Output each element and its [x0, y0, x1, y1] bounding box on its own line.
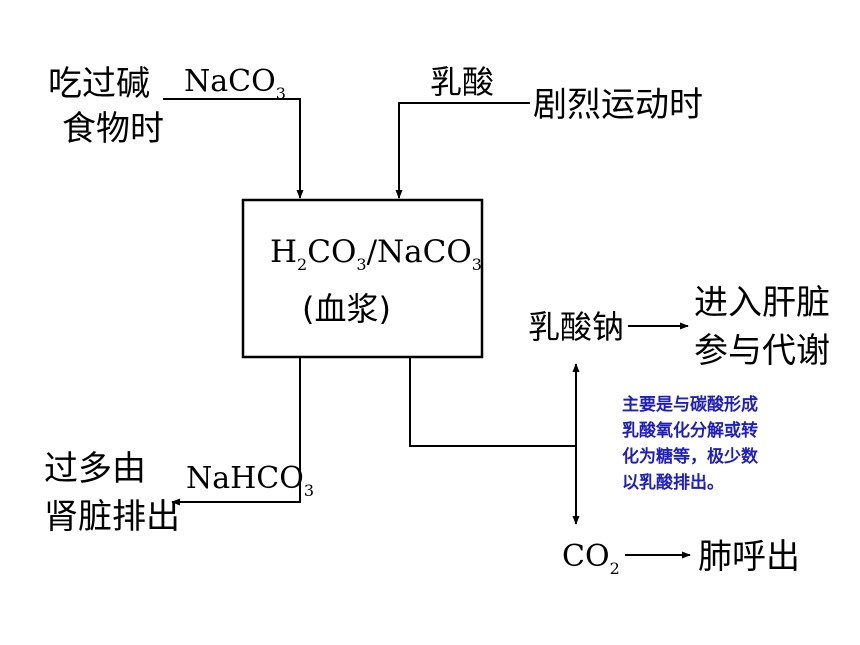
base-food-label-line1: 吃过碱	[48, 64, 150, 104]
buffer-formula: H2CO3/NaCO3	[270, 234, 482, 274]
lung-label: 肺呼出	[698, 537, 800, 577]
liver-label-line2: 参与代谢	[694, 331, 830, 371]
kidney-label-line2: 肾脏排出	[44, 497, 180, 537]
kidney-output-arrow	[171, 357, 301, 506]
note-line-2: 乳酸氧化分解或转	[622, 421, 758, 441]
metabolism-note: 主要是与碳酸形成 乳酸氧化分解或转 化为糖等，极少数 以乳酸排出。	[622, 392, 832, 496]
acid-input-arrow	[395, 102, 530, 199]
note-line-1: 主要是与碳酸形成	[622, 395, 758, 415]
bicarbonate-label: NaHCO3	[186, 461, 314, 500]
note-line-4: 以乳酸排出。	[622, 473, 724, 493]
kidney-label-line1: 过多由	[44, 449, 146, 489]
box-to-branch-line	[409, 357, 576, 447]
sodium-lactate-label: 乳酸钠	[528, 308, 624, 346]
base-input-arrow	[163, 98, 304, 199]
buffer-box	[241, 198, 484, 359]
liver-label-line1: 进入肝脏	[694, 283, 830, 323]
lactic-acid-label: 乳酸	[430, 63, 494, 101]
base-chemical-label: NaCO3	[184, 64, 286, 103]
co2-label: CO2	[562, 539, 620, 578]
base-food-label-line2: 食物时	[62, 109, 164, 149]
note-line-3: 化为糖等，极少数	[622, 447, 758, 467]
plasma-label: (血浆)	[302, 290, 391, 328]
exercise-label: 剧烈运动时	[533, 85, 703, 125]
